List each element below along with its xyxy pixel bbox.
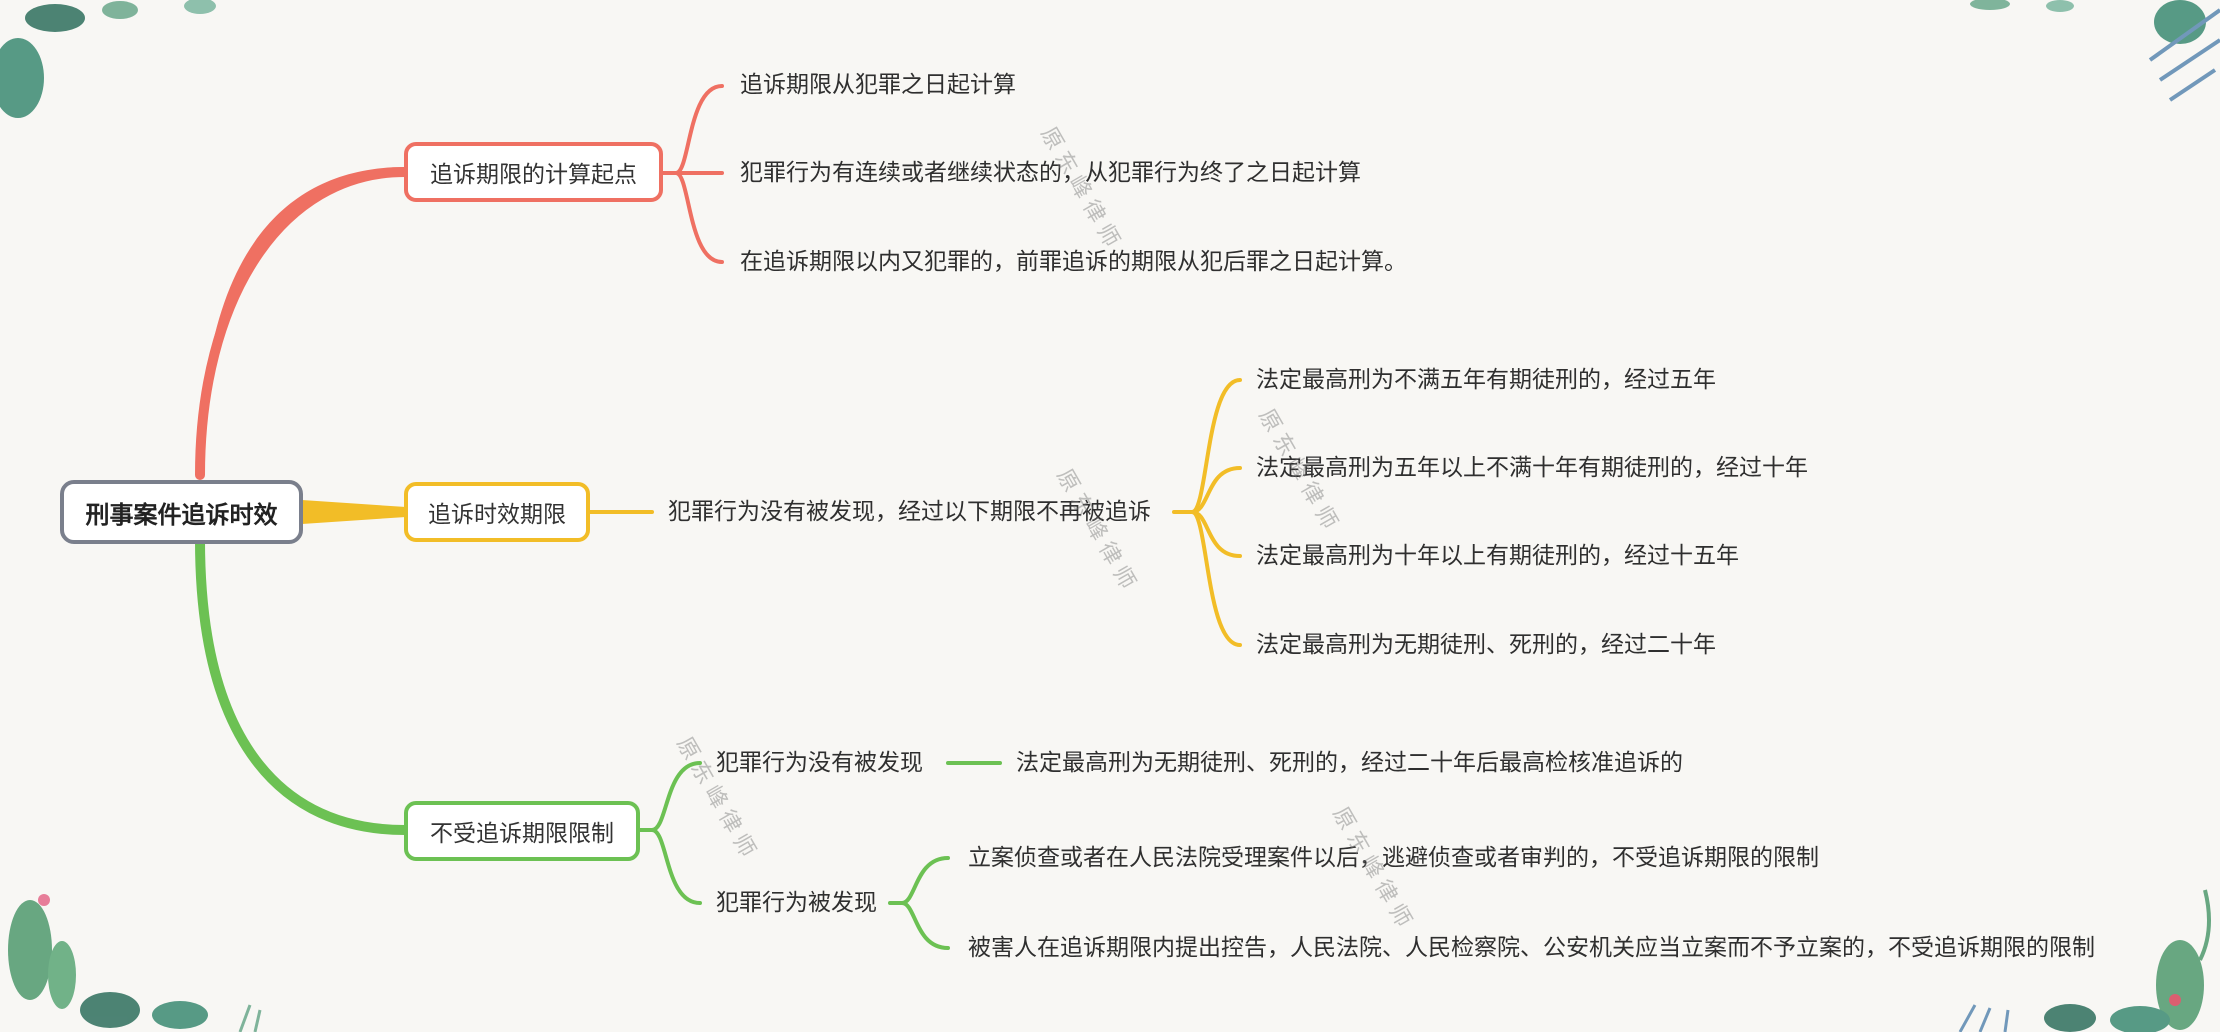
root-node[interactable]: 刑事案件追诉时效	[60, 480, 303, 544]
root-node-label: 刑事案件追诉时效	[85, 500, 278, 529]
leaf-node: 立案侦查或者在人民法院受理案件以后，逃避侦查或者审判的，不受追诉期限的限制	[968, 845, 1819, 871]
branch-node-calculation-start[interactable]: 追诉期限的计算起点	[404, 142, 663, 202]
plant-decoration-top-left	[0, 0, 216, 118]
branch-3-connectors	[638, 761, 1002, 950]
branch-node-label: 追诉期限的计算起点	[430, 162, 637, 188]
leaf-node: 法定最高刑为无期徒刑、死刑的，经过二十年	[1256, 632, 1716, 658]
leaf-node: 追诉期限从犯罪之日起计算	[740, 72, 1016, 98]
leaf-node: 法定最高刑为不满五年有期徒刑的，经过五年	[1256, 367, 1716, 393]
leaf-node: 犯罪行为有连续或者继续状态的，从犯罪行为终了之日起计算	[740, 160, 1361, 186]
sub-node: 犯罪行为被发现	[716, 890, 877, 916]
plant-decoration-bottom-right	[1958, 889, 2211, 1032]
branch-1-connectors	[661, 84, 724, 264]
branch-node-label: 不受追诉期限限制	[430, 821, 614, 847]
leaf-node: 法定最高刑为五年以上不满十年有期徒刑的，经过十年	[1256, 455, 1808, 481]
leaf-node: 被害人在追诉期限内提出控告，人民法院、人民检察院、公安机关应当立案而不予立案的，…	[968, 935, 2095, 961]
branch-node-label: 追诉时效期限	[428, 502, 566, 528]
branch-node-no-limitation[interactable]: 不受追诉期限限制	[404, 801, 640, 861]
leaf-node: 在追诉期限以内又犯罪的，前罪追诉的期限从犯后罪之日起计算。	[740, 249, 1407, 275]
sub-node: 犯罪行为没有被发现	[716, 750, 923, 776]
sub-node: 犯罪行为没有被发现，经过以下期限不再被追诉	[668, 499, 1151, 525]
leaf-node: 法定最高刑为无期徒刑、死刑的，经过二十年后最高检核准追诉的	[1016, 750, 1683, 776]
branch-node-limitation-period[interactable]: 追诉时效期限	[404, 482, 590, 542]
leaf-node: 法定最高刑为十年以上有期徒刑的，经过十五年	[1256, 543, 1739, 569]
branch-2-connectors	[588, 378, 1242, 647]
plant-decoration-bottom-left	[8, 894, 262, 1032]
plant-decoration-top-right	[1970, 0, 2220, 102]
